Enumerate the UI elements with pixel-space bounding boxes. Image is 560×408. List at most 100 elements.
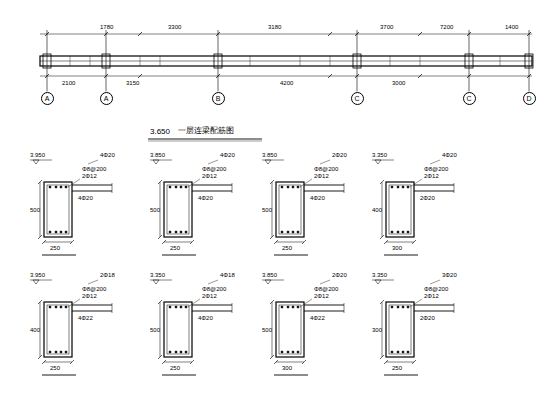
rebar-dot <box>391 351 393 353</box>
stirrup <box>389 305 411 354</box>
axis-bubble: A <box>100 92 113 105</box>
rebar-dot <box>49 186 51 188</box>
rebar-dot <box>60 306 62 308</box>
line <box>274 255 308 256</box>
height-dim: 400 <box>372 207 382 213</box>
line <box>188 179 200 187</box>
dimension: 3300 <box>168 24 181 30</box>
line <box>190 360 194 364</box>
line <box>70 56 71 66</box>
line <box>320 280 330 284</box>
line <box>68 179 80 187</box>
line <box>414 191 454 192</box>
rebar-dot <box>185 186 187 188</box>
line <box>164 362 192 363</box>
linework <box>30 30 533 375</box>
line <box>148 139 262 140</box>
line <box>47 30 48 91</box>
rebar-dot <box>281 306 283 308</box>
rebar-dot <box>292 231 294 233</box>
rebar-dot <box>169 351 171 353</box>
line <box>72 305 112 306</box>
line <box>192 191 232 192</box>
line <box>104 32 108 36</box>
height-dim: 500 <box>150 327 160 333</box>
beam-section <box>276 302 304 357</box>
bottom-rebar: 4Φ22 <box>78 315 93 321</box>
axis-label: C <box>466 95 471 102</box>
line <box>158 355 162 359</box>
line <box>38 300 42 304</box>
line <box>304 185 344 186</box>
line <box>380 235 384 239</box>
waist-rebar: 2Φ12 <box>314 293 329 299</box>
beam-section <box>276 182 304 237</box>
line <box>158 180 162 184</box>
rebar-dot <box>49 231 51 233</box>
rebar-dot <box>60 186 62 188</box>
line <box>414 185 454 186</box>
rebar-dot <box>55 306 57 308</box>
line <box>355 32 359 36</box>
line <box>38 235 42 239</box>
top-rebar: 4Φ20 <box>220 152 235 158</box>
line <box>88 160 98 164</box>
line <box>162 360 166 364</box>
line <box>216 74 220 78</box>
line <box>414 305 454 306</box>
rebar-dot <box>65 231 67 233</box>
width-dim: 300 <box>392 245 402 251</box>
rebar-dot <box>175 186 177 188</box>
column-section <box>43 54 51 68</box>
line <box>386 362 414 363</box>
axis-bubble: C <box>463 92 476 105</box>
height-dim: 500 <box>30 207 40 213</box>
elevation: 3.850 <box>262 152 277 158</box>
line <box>380 355 384 359</box>
line <box>270 235 274 239</box>
rebar-dot <box>185 231 187 233</box>
rebar-dot <box>169 306 171 308</box>
line <box>357 30 358 91</box>
rebar-dot <box>49 306 51 308</box>
line <box>412 360 416 364</box>
line <box>344 303 345 313</box>
line <box>328 32 332 36</box>
line <box>158 235 162 239</box>
rebar-dot <box>169 231 171 233</box>
top-rebar: 2Φ20 <box>332 152 347 158</box>
height-dim: 500 <box>262 327 272 333</box>
rebar-dot <box>391 186 393 188</box>
height-dim: 500 <box>262 207 272 213</box>
elevation: 3.350 <box>150 272 165 278</box>
beam-section <box>164 302 192 357</box>
line <box>274 240 278 244</box>
stirrup <box>47 185 69 234</box>
stirrup-spec: Φ8@200 <box>424 166 448 172</box>
elevation: 3.850 <box>262 272 277 278</box>
line <box>386 242 414 243</box>
rebar-dot <box>402 351 404 353</box>
rebar-dot <box>281 231 283 233</box>
level-mark <box>153 280 159 284</box>
stirrup-spec: Φ8@200 <box>314 166 338 172</box>
waist-rebar: 2Φ12 <box>82 293 97 299</box>
line <box>112 183 113 193</box>
bottom-rebar: 4Φ20 <box>198 315 213 321</box>
stirrup <box>389 185 411 234</box>
stirrup <box>167 185 189 234</box>
line <box>72 185 112 186</box>
line <box>138 32 142 36</box>
rebar-dot <box>175 231 177 233</box>
rebar-dot <box>402 186 404 188</box>
level-mark <box>33 280 39 284</box>
column-section <box>102 54 110 68</box>
line <box>140 56 141 66</box>
bottom-rebar: 4Φ22 <box>310 315 325 321</box>
title-elevation: 3.650 <box>150 128 170 136</box>
line <box>162 255 196 256</box>
elevation: 3.350 <box>372 152 387 158</box>
rebar-dot <box>281 351 283 353</box>
line <box>454 183 455 193</box>
top-rebar: 3Φ20 <box>442 272 457 278</box>
